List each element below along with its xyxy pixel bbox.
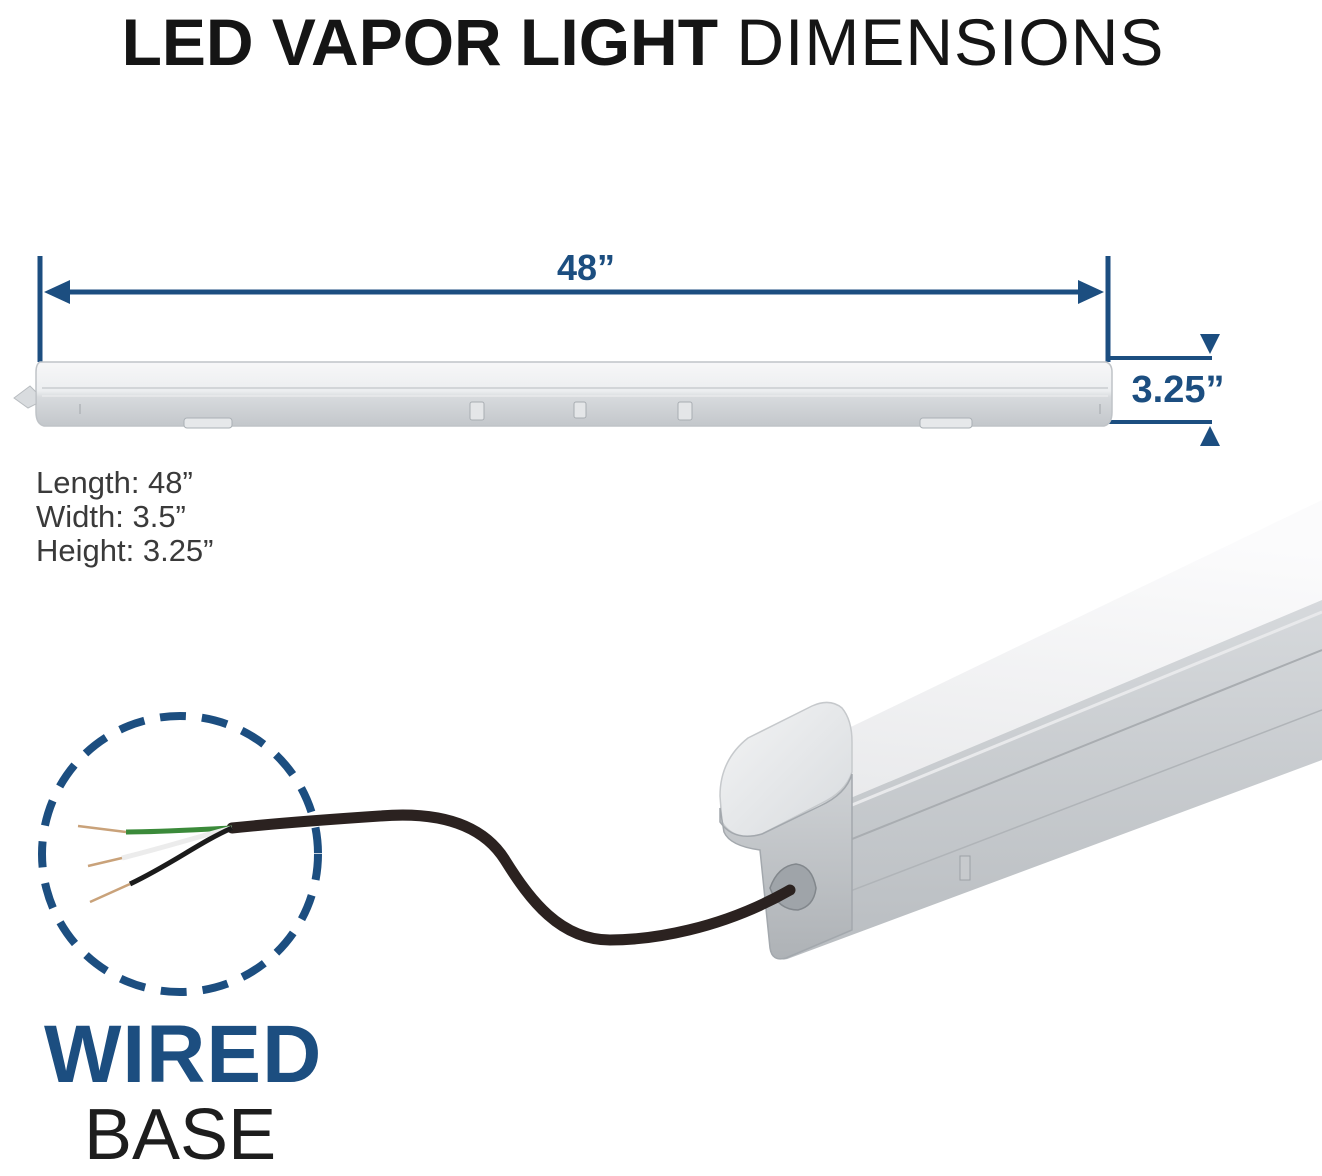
- callout-base: BASE: [84, 1095, 277, 1175]
- height-label: 3.25”: [1132, 369, 1225, 411]
- length-label: 48”: [557, 247, 615, 288]
- spec-height: Height: 3.25”: [36, 533, 214, 568]
- wired-base-callout-circle: [38, 712, 322, 996]
- fixture-side-view: [13, 361, 1113, 429]
- fixture-perspective-view: [719, 500, 1322, 960]
- title-bold: LED VAPOR LIGHT: [121, 5, 719, 79]
- length-dimension: 48”: [37, 247, 1111, 362]
- spec-length: Length: 48”: [36, 465, 193, 500]
- power-cable: [77, 809, 796, 946]
- callout-wired: WIRED: [44, 1009, 323, 1100]
- title-light: DIMENSIONS: [736, 5, 1165, 79]
- page-title: LED VAPOR LIGHT DIMENSIONS: [0, 2, 1286, 82]
- specs-list: Length: 48” Width: 3.5” Height: 3.25”: [36, 466, 214, 568]
- spec-width: Width: 3.5”: [36, 499, 186, 534]
- height-dimension: 3.25”: [1108, 334, 1224, 446]
